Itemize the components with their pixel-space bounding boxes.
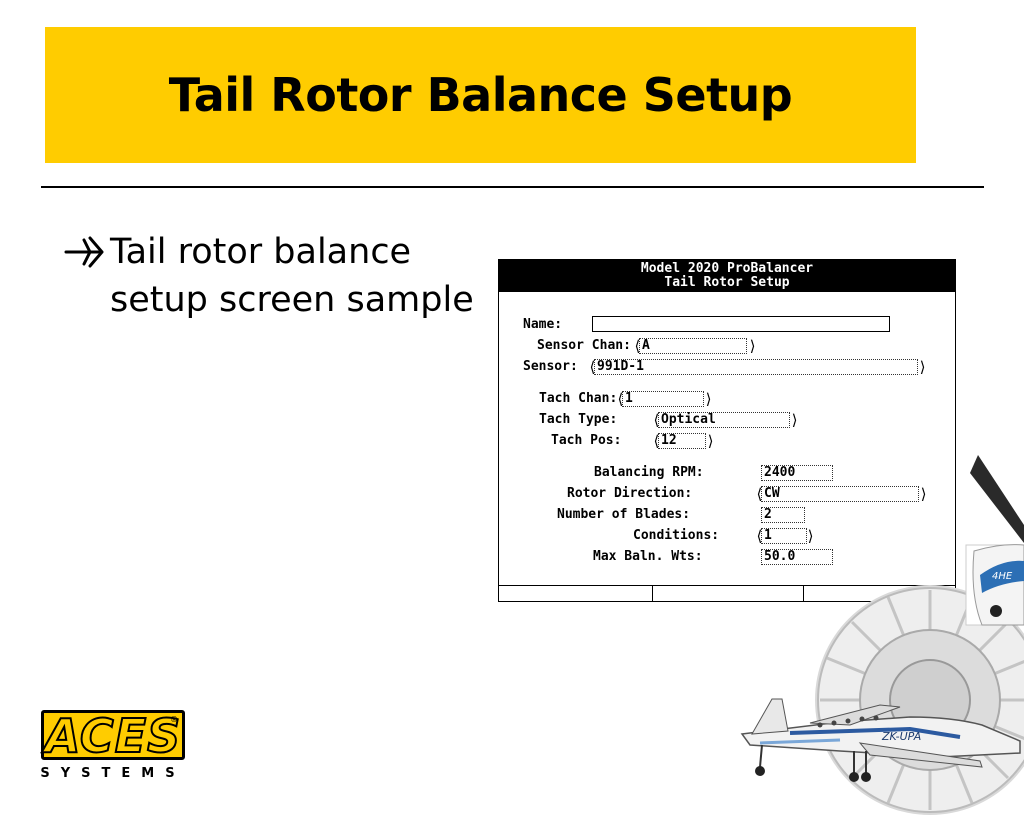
bracket-right-icon: ⟩: [919, 485, 929, 503]
aircraft-artwork: 4HE ZK-UPA: [740, 455, 1024, 815]
sensor-chan-select[interactable]: A: [639, 338, 747, 354]
balancing-rpm-field[interactable]: 2400: [761, 465, 833, 481]
tach-pos-label: Tach Pos:: [551, 433, 622, 448]
registered-mark-icon: ®: [170, 715, 178, 724]
logo-badge: ACES ®: [41, 708, 185, 764]
helicopter-marking: 4HE: [992, 571, 1013, 582]
tach-pos-select[interactable]: 12: [658, 433, 706, 449]
logo-text: ACES: [44, 708, 182, 764]
tach-chan-label: Tach Chan:: [539, 391, 618, 406]
slide-title: Tail Rotor Balance Setup: [168, 68, 793, 122]
screen-header: Model 2020 ProBalancer Tail Rotor Setup: [499, 260, 955, 292]
logo-subtext: SYSTEMS: [40, 766, 186, 781]
bracket-left-icon: ⟨: [652, 411, 662, 429]
bracket-left-icon: ⟨: [755, 527, 765, 545]
bracket-right-icon: ⟩: [918, 358, 928, 376]
bracket-right-icon: ⟩: [704, 390, 714, 408]
bullet-text: Tail rotor balance setup screen sample: [110, 232, 474, 320]
bracket-right-icon: ⟩: [706, 432, 716, 450]
number-of-blades-label: Number of Blades:: [557, 507, 691, 522]
bracket-right-icon: ⟩: [790, 411, 800, 429]
max-baln-wts-field[interactable]: 50.0: [761, 549, 833, 565]
max-baln-wts-label: Max Baln. Wts:: [593, 549, 703, 564]
sensor-chan-label: Sensor Chan:: [537, 338, 631, 353]
bracket-right-icon: ⟩: [806, 527, 816, 545]
bracket-left-icon: ⟨: [755, 485, 765, 503]
softkey-2[interactable]: [652, 586, 804, 601]
airplane-icon: [64, 236, 104, 268]
bracket-left-icon: ⟨: [633, 337, 643, 355]
tach-type-label: Tach Type:: [539, 412, 618, 427]
aces-logo: ACES ® SYSTEMS: [38, 708, 190, 788]
tach-type-select[interactable]: Optical: [658, 412, 790, 428]
airplane-illustration-icon: ZK-UPA: [740, 698, 1021, 782]
conditions-select[interactable]: 1: [761, 528, 807, 544]
bracket-left-icon: ⟨: [588, 358, 598, 376]
sensor-select[interactable]: 991D-1: [594, 359, 918, 375]
screen-header-model: Model 2020 ProBalancer: [640, 261, 814, 276]
bullet-item: Tail rotor balance setup screen sample: [62, 228, 482, 324]
rotor-direction-select[interactable]: CW: [761, 486, 919, 502]
tach-chan-select[interactable]: 1: [622, 391, 704, 407]
name-label: Name:: [523, 317, 563, 332]
aircraft-registration: ZK-UPA: [881, 730, 921, 743]
bracket-right-icon: ⟩: [748, 337, 758, 355]
softkey-bar: [499, 585, 955, 601]
balancing-rpm-label: Balancing RPM:: [594, 465, 704, 480]
name-field[interactable]: [592, 316, 890, 332]
conditions-label: Conditions:: [633, 528, 720, 543]
setup-screen: Model 2020 ProBalancer Tail Rotor Setup …: [498, 259, 956, 602]
number-of-blades-field[interactable]: 2: [761, 507, 805, 523]
helicopter-icon: 4HE: [965, 455, 1024, 626]
sensor-label: Sensor:: [523, 359, 578, 374]
title-divider: [41, 186, 984, 188]
bracket-left-icon: ⟨: [652, 432, 662, 450]
rotor-direction-label: Rotor Direction:: [567, 486, 693, 501]
bracket-left-icon: ⟨: [616, 390, 626, 408]
softkey-1[interactable]: [499, 586, 653, 601]
title-banner: Tail Rotor Balance Setup: [45, 27, 916, 163]
screen-header-mode: Tail Rotor Setup: [664, 275, 790, 290]
